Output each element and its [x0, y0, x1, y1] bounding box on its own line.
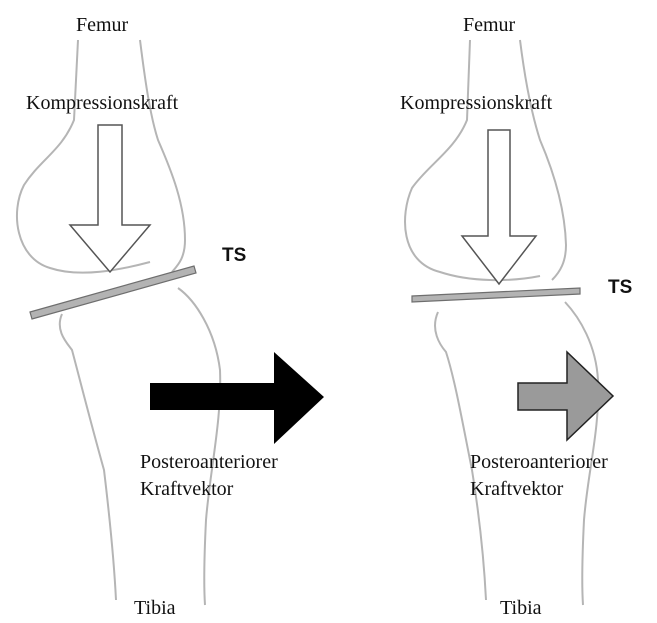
left-compression-label: Kompressionskraft — [26, 92, 178, 114]
right-tibia-label: Tibia — [500, 597, 542, 619]
left-knee-panel — [17, 40, 324, 605]
right-vector-arrow — [518, 352, 613, 440]
left-tibia-label: Tibia — [134, 597, 176, 619]
right-ts-label: TS — [608, 278, 632, 298]
left-compression-arrow — [70, 125, 150, 272]
left-tibia-outline — [60, 288, 220, 605]
left-femur-label: Femur — [76, 14, 128, 36]
left-ts-label: TS — [222, 246, 246, 266]
right-tibial-slope-plate — [412, 288, 580, 302]
right-femur-label: Femur — [463, 14, 515, 36]
left-vector-arrow — [150, 352, 324, 444]
left-tibial-slope-plate — [30, 266, 196, 319]
right-compression-arrow — [462, 130, 536, 284]
left-vector-label-line1: Posteroanteriorer — [140, 451, 278, 473]
right-vector-label-line1: Posteroanteriorer — [470, 451, 608, 473]
left-vector-label-line2: Kraftvektor — [140, 478, 233, 500]
right-knee-panel — [405, 40, 613, 605]
right-compression-label: Kompressionskraft — [400, 92, 552, 114]
right-vector-label-line2: Kraftvektor — [470, 478, 563, 500]
